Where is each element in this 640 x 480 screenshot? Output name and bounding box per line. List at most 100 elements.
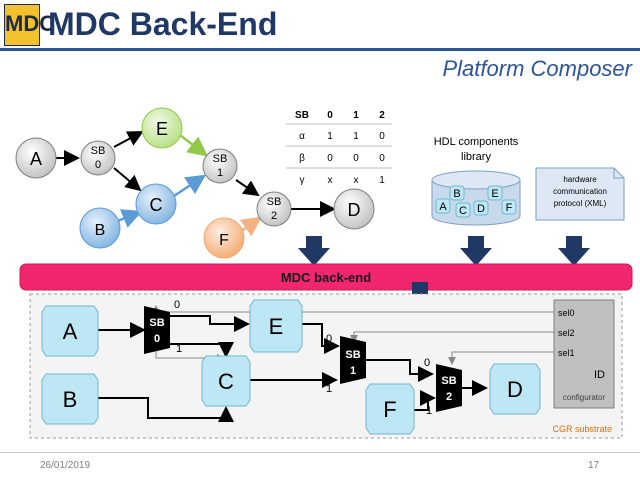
switch-sb0-port-1: 1 bbox=[176, 343, 182, 355]
document-icon bbox=[535, 167, 625, 221]
node-d-label: D bbox=[348, 200, 361, 220]
table-cell: 1 bbox=[353, 131, 359, 142]
table-row-label: γ bbox=[300, 175, 305, 186]
table-header-sb: SB bbox=[295, 110, 309, 121]
node-c-label: C bbox=[150, 195, 163, 215]
switch-sb1 bbox=[340, 336, 366, 384]
down-arrow-icon bbox=[558, 236, 590, 266]
slide-title: MDC Back-End bbox=[48, 6, 278, 42]
mdc-backend-label: MDC back-end bbox=[281, 270, 371, 285]
node-f bbox=[203, 217, 245, 259]
switch-sb2-port-0: 0 bbox=[424, 357, 430, 369]
signal-sel1: sel1 bbox=[558, 348, 575, 358]
actor-e bbox=[249, 299, 303, 353]
signal-sel0: sel0 bbox=[558, 308, 575, 318]
edge-e-sb1 bbox=[179, 134, 208, 157]
node-d bbox=[333, 188, 375, 230]
node-e-label: E bbox=[156, 119, 168, 139]
cgr-substrate-label: CGR substrate bbox=[552, 424, 612, 434]
actor-a-label: A bbox=[63, 319, 78, 344]
protocol-line-1: hardware bbox=[563, 175, 597, 184]
configurator-name: configurator bbox=[563, 393, 606, 402]
table-cell: 0 bbox=[379, 153, 385, 164]
switch-sb2 bbox=[436, 364, 462, 412]
down-arrow-icon bbox=[460, 236, 492, 266]
page-number: 17 bbox=[588, 460, 600, 471]
switch-block-0-index: 0 bbox=[95, 159, 101, 171]
switch-block-0 bbox=[80, 140, 116, 176]
dataflow-graph: A SB 0 E B C SB 1 F SB 2 D bbox=[15, 107, 375, 259]
switch-sb0-label: SB bbox=[149, 317, 164, 329]
switch-block-1 bbox=[202, 148, 238, 184]
table-row-label: β bbox=[299, 153, 305, 164]
switch-sb2-index: 2 bbox=[446, 391, 452, 403]
edge-sb1-sb2 bbox=[235, 179, 260, 197]
actor-b-label: B bbox=[63, 387, 78, 412]
switch-sb1-index: 1 bbox=[350, 365, 356, 377]
hdl-library-label-1: HDL components bbox=[434, 136, 519, 148]
hdl-library-label-2: library bbox=[461, 151, 491, 163]
footer-rule bbox=[0, 452, 640, 453]
switch-block-0-label: SB bbox=[91, 145, 106, 157]
switch-sb0 bbox=[144, 306, 170, 354]
switch-block-2-label: SB bbox=[267, 196, 282, 208]
switch-block-1-index: 1 bbox=[217, 167, 223, 179]
hdl-component: C bbox=[459, 205, 467, 217]
edge-sb0-c bbox=[113, 167, 142, 192]
table-cell: 1 bbox=[379, 175, 385, 186]
table-cell: 0 bbox=[353, 153, 359, 164]
protocol-line-2: communication bbox=[553, 187, 607, 196]
switch-sb1-label: SB bbox=[345, 349, 360, 361]
actor-a bbox=[41, 305, 99, 357]
configurator-box bbox=[553, 299, 615, 409]
slide-subtitle: Platform Composer bbox=[442, 56, 632, 81]
actor-f-label: F bbox=[383, 397, 396, 422]
hdl-component: E bbox=[491, 188, 498, 200]
switch-sb2-label: SB bbox=[441, 375, 456, 387]
actor-c bbox=[201, 355, 251, 407]
hdl-component: A bbox=[439, 201, 447, 213]
edge-b-c bbox=[114, 209, 143, 228]
node-b bbox=[79, 207, 121, 249]
hdl-component: B bbox=[453, 188, 460, 200]
table-header-0: 0 bbox=[327, 110, 333, 121]
node-a bbox=[15, 137, 57, 179]
switch-sb1-port-0: 0 bbox=[326, 333, 332, 345]
edge-f-sb2 bbox=[239, 216, 263, 237]
node-b-label: B bbox=[95, 222, 106, 239]
actor-e-label: E bbox=[269, 314, 284, 339]
switch-block-2-index: 2 bbox=[271, 210, 277, 222]
hdl-component: F bbox=[506, 202, 513, 214]
switch-sb2-port-1: 1 bbox=[426, 405, 432, 417]
table-header-1: 1 bbox=[353, 110, 359, 121]
input-arrows bbox=[298, 236, 590, 266]
switch-block-2 bbox=[256, 191, 292, 227]
table-cell: 1 bbox=[327, 131, 333, 142]
config-table: SB 0 1 2 α 1 1 0 β 0 0 0 γ x x 1 bbox=[286, 110, 392, 186]
title-rule bbox=[0, 48, 640, 51]
footer-date: 26/01/2019 bbox=[40, 460, 91, 471]
table-cell: 0 bbox=[327, 153, 333, 164]
actor-d-label: D bbox=[507, 377, 523, 402]
down-arrow-icon bbox=[298, 236, 330, 266]
edge-sb0-e bbox=[113, 131, 144, 148]
protocol-line-3: protocol (XML) bbox=[554, 199, 607, 208]
hdl-library: HDL components library B E A C D F bbox=[431, 136, 521, 226]
actor-d bbox=[489, 363, 541, 415]
substrate-switches: SB 0 0 1 SB 1 0 1 SB 2 0 1 bbox=[144, 299, 462, 417]
table-cell: 0 bbox=[379, 131, 385, 142]
data-wires bbox=[98, 315, 488, 422]
switch-sb0-index: 0 bbox=[154, 333, 160, 345]
actor-f bbox=[365, 383, 415, 435]
table-cell: x bbox=[328, 175, 333, 186]
configurator-id: ID bbox=[594, 369, 605, 381]
table-row-label: α bbox=[299, 131, 305, 142]
hdl-component: D bbox=[477, 203, 485, 215]
actor-c-label: C bbox=[218, 369, 234, 394]
node-e bbox=[141, 107, 183, 149]
substrate-actors: A B E C F D bbox=[41, 299, 541, 435]
node-a-label: A bbox=[30, 149, 42, 169]
actor-b bbox=[41, 373, 99, 425]
mdc-backend-bar bbox=[19, 263, 633, 291]
